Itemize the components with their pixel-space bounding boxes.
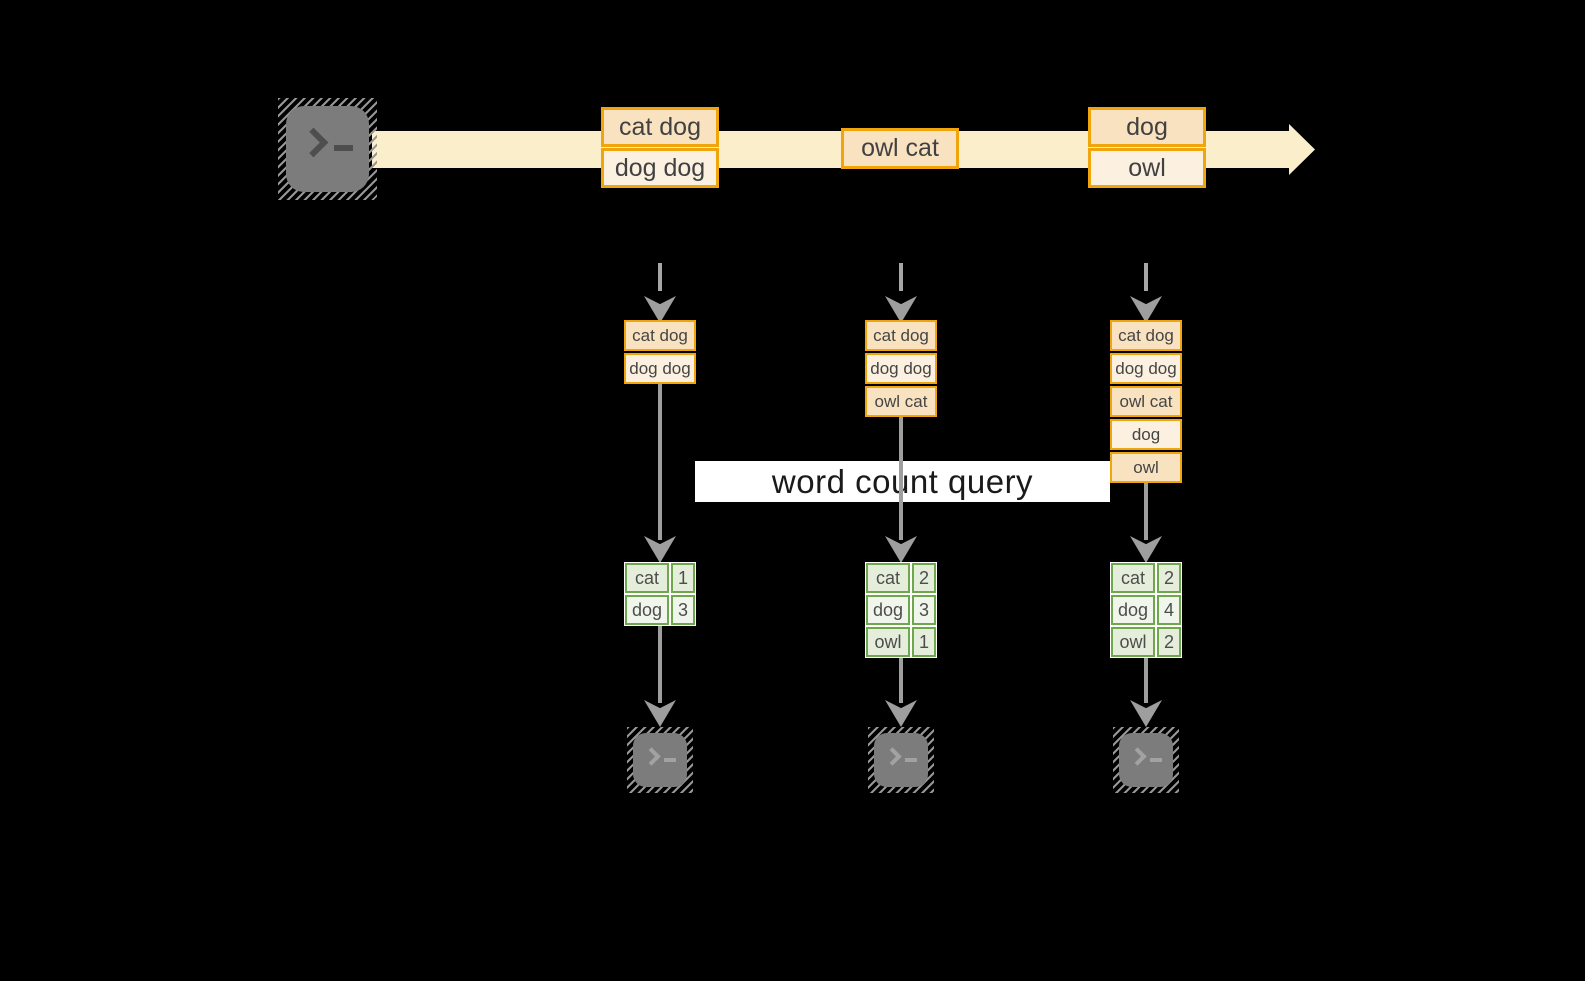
terminal-prompt-icon <box>633 733 687 787</box>
dashed-arrow-line-col3 <box>1144 263 1148 291</box>
stream-event-line: dog dog <box>601 148 719 188</box>
terminal-prompt-icon <box>1119 733 1173 787</box>
dashed-arrow-head-icon-col1 <box>644 296 676 323</box>
word-cell: owl <box>1111 627 1155 657</box>
arrow-head-icon-col2 <box>885 536 917 563</box>
arrow-head-icon-sink-col3 <box>1130 700 1162 727</box>
stream-event-box-1: cat dog dog dog <box>601 107 719 189</box>
count-row: cat 2 <box>866 563 936 593</box>
buffer-row: cat dog <box>1110 320 1182 351</box>
dashed-arrow-head-icon-col3 <box>1130 296 1162 323</box>
stream-event-box-2: owl cat <box>841 128 959 170</box>
arrow-line-buffer-to-table-col1 <box>658 384 662 540</box>
arrow-head-icon-col3 <box>1130 536 1162 563</box>
count-row: dog 4 <box>1111 595 1181 625</box>
word-cell: dog <box>866 595 910 625</box>
buffer-box-col3: cat dog dog dog owl cat dog owl <box>1110 320 1182 483</box>
count-cell: 2 <box>1157 563 1181 593</box>
arrow-head-icon-sink-col2 <box>885 700 917 727</box>
arrow-head-icon-sink-col1 <box>644 700 676 727</box>
stream-event-box-3: dog owl <box>1088 107 1206 189</box>
arrow-line-table-to-sink-col3 <box>1144 657 1148 703</box>
buffer-row: dog dog <box>865 353 937 384</box>
count-cell: 3 <box>912 595 936 625</box>
terminal-sink-icon-col1 <box>627 727 693 793</box>
buffer-row: dog dog <box>1110 353 1182 384</box>
count-table-col2: cat 2 dog 3 owl 1 <box>865 562 937 658</box>
count-row: owl 1 <box>866 627 936 657</box>
arrow-head-icon-col1 <box>644 536 676 563</box>
buffer-row: owl cat <box>1110 386 1182 417</box>
word-cell: dog <box>1111 595 1155 625</box>
count-cell: 3 <box>671 595 695 625</box>
buffer-row: dog <box>1110 419 1182 450</box>
arrow-line-buffer-to-table-col3 <box>1144 483 1148 540</box>
word-cell: cat <box>1111 563 1155 593</box>
terminal-prompt-icon <box>874 733 928 787</box>
dashed-arrow-head-icon-col2 <box>885 296 917 323</box>
buffer-row: dog dog <box>624 353 696 384</box>
count-cell: 1 <box>671 563 695 593</box>
arrow-line-table-to-sink-col2 <box>899 657 903 703</box>
word-cell: cat <box>625 563 669 593</box>
stream-event-line: owl cat <box>841 128 959 169</box>
count-table-col3: cat 2 dog 4 owl 2 <box>1110 562 1182 658</box>
count-table-col1: cat 1 dog 3 <box>624 562 696 626</box>
stream-event-line: cat dog <box>601 107 719 147</box>
buffer-row: owl cat <box>865 386 937 417</box>
dashed-arrow-line-col1 <box>658 263 662 291</box>
count-row: cat 1 <box>625 563 695 593</box>
word-cell: cat <box>866 563 910 593</box>
count-row: dog 3 <box>866 595 936 625</box>
buffer-row: cat dog <box>865 320 937 351</box>
count-row: owl 2 <box>1111 627 1181 657</box>
word-cell: owl <box>866 627 910 657</box>
stream-arrow-head-icon <box>1289 124 1315 175</box>
arrow-line-buffer-to-table-col2 <box>899 417 903 540</box>
dashed-arrow-line-col2 <box>899 263 903 291</box>
stream-event-line: dog <box>1088 107 1206 147</box>
buffer-box-col2: cat dog dog dog owl cat <box>865 320 937 417</box>
word-cell: dog <box>625 595 669 625</box>
buffer-row: owl <box>1110 452 1182 483</box>
terminal-prompt-icon <box>286 106 369 192</box>
count-cell: 2 <box>1157 627 1181 657</box>
stream-event-line: owl <box>1088 148 1206 188</box>
buffer-box-col1: cat dog dog dog <box>624 320 696 384</box>
count-row: cat 2 <box>1111 563 1181 593</box>
count-cell: 4 <box>1157 595 1181 625</box>
buffer-row: cat dog <box>624 320 696 351</box>
count-row: dog 3 <box>625 595 695 625</box>
arrow-line-table-to-sink-col1 <box>658 624 662 703</box>
count-cell: 2 <box>912 563 936 593</box>
count-cell: 1 <box>912 627 936 657</box>
terminal-sink-icon-col3 <box>1113 727 1179 793</box>
terminal-source-icon <box>278 98 377 200</box>
terminal-sink-icon-col2 <box>868 727 934 793</box>
